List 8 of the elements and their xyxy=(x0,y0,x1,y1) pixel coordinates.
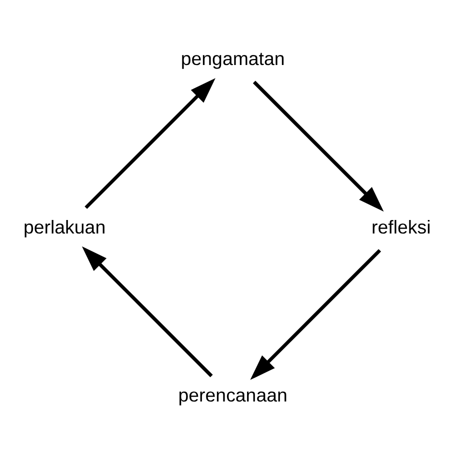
arrow xyxy=(250,249,382,380)
node-text: pengamatan xyxy=(180,48,285,70)
node-text: perencanaan xyxy=(178,384,288,406)
arrow xyxy=(82,246,213,378)
node-text: perlakuan xyxy=(24,216,106,238)
arrow xyxy=(84,78,216,209)
arrow xyxy=(252,80,384,212)
node-text: refleksi xyxy=(372,216,431,238)
